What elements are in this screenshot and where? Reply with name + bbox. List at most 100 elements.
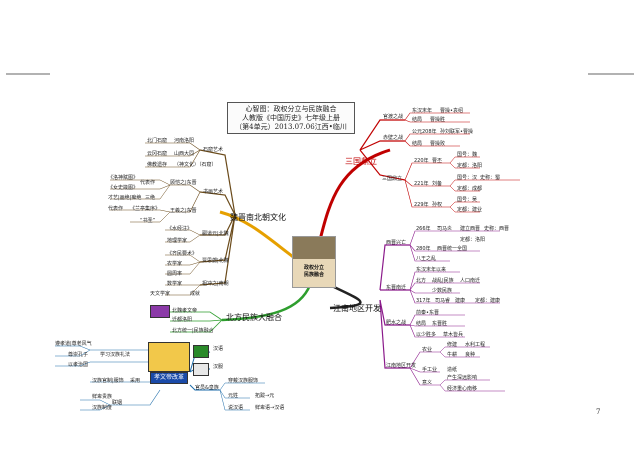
branch-line-jiangnan [329,283,362,310]
node-wei-guo: 国号：魏 [457,152,478,158]
node-xianbei: 鲜卑贵族 [92,394,113,400]
node-sima-yan: 司马炎 [437,226,453,232]
node-chibi-time: 公元208年 [412,129,437,135]
node-qiandu: 迁都洛阳 [172,317,193,323]
branch-sanguo: 三国鼎立 [345,157,377,166]
node-jiankang: 建康 [455,298,466,304]
node-chibi-result-k: 结局 [412,141,423,147]
node-guandu-sides: 曹操•袁绍 [440,108,463,114]
node-y220: 220年 [414,158,429,164]
node-shu-du: 定都：成都 [457,186,483,192]
node-tonghun: 联姻 [112,400,123,406]
node-xiahou: 佛教遗存 [147,162,168,168]
node-xijin-guo: 建立西晋 [460,226,481,232]
node-shuili: 水利工程 [465,342,486,348]
center-image: 政权分立 民族融合 [292,236,336,288]
node-luoshen: 《洛神赋图》 [108,175,139,181]
title-line-1: 心智图：政权分立与民族融合 [245,105,337,113]
node-wu-du: 定都：建业 [457,207,483,213]
branch-weijin: 魏晋南北朝文化 [230,213,286,222]
node-niugeng: 牛耕 [447,352,458,358]
node-yiyi: 意义 [422,380,433,386]
node-zhunjiu: 遵孝道|尊老风气 [55,341,92,347]
node-gaige: 孝文帝改革 [150,372,188,384]
node-guandu: 官渡之战 [383,114,404,120]
page-number: 7 [596,408,601,416]
node-sima-rui: 司马睿 [435,298,451,304]
node-jiasixie: 贾思勰|北魏 [202,258,229,264]
node-yungang: 云冈石窟 [147,151,168,157]
node-shiyong: 说汉语 [228,405,244,411]
reform-picture [148,342,190,372]
node-fei-result: 东晋胜 [432,321,448,327]
node-xiaowen: 北魏孝文帝 [172,308,198,314]
node-dongjin-du: 定都：建康 [475,298,501,304]
node-nongxue: 农学家 [167,261,183,267]
node-wangjiang: 王羲之|东晋 [170,208,197,214]
node-caiyong: 采用 [130,378,141,384]
node-chibi: 赤壁之战 [383,135,404,141]
node-chansheng: 产生深远影响 [447,375,478,381]
node-hanzu: 汉语 [213,346,224,352]
node-fei-sides: 前秦•东晋 [416,310,439,316]
node-y229: 229年 [414,202,429,208]
node-gaixing: 元姓 [228,393,239,399]
center-image-photo [293,237,335,259]
node-shiku: 石窟艺术 [203,147,224,153]
node-fei-result-k: 结局 [416,321,427,327]
node-fei-idiom2: 草木皆兵 [443,332,464,338]
node-xiuzhu: 修建 [447,342,458,348]
node-shaoshu: 少数民族 [432,288,453,294]
node-guandu-time: 东汉末年 [412,108,433,114]
node-shusheng: “书圣” [140,218,156,224]
node-y221: 221年 [414,181,429,187]
node-tianwen: 天文学家 [150,291,171,297]
node-hanxian: 汉族官制|服饰 [92,378,124,384]
node-beihe-a: 北门石窟 [147,138,168,144]
node-zaozhi: 造纸 [447,367,458,373]
node-zunxiao: 尊崇孔子 [68,352,89,358]
node-kaifa: 江南地区开发 [386,363,417,369]
node-xuexi: 学习汉族礼法 [100,352,131,358]
center-label-1: 政权分立 [303,265,324,271]
node-shougong: 手工业 [422,367,438,373]
figure-emperor-image [150,305,170,318]
node-shuxue: 数学家 [167,281,183,287]
node-yungang-loc: 山西大同 [174,151,195,157]
node-fei-idiom1: 以少胜多 [416,332,437,338]
node-yuanmou: 圆周率 [167,271,183,277]
node-xijin: 西晋兴亡 [386,240,407,246]
node-xiahou-note: （神文化）（石窟） [174,162,217,168]
node-nongye: 农业 [422,347,433,353]
node-lanting: 《兰亭集序》 [130,206,161,212]
node-kaiti: 才艺|画绝|痴绝 [108,195,142,201]
node-chuanhan: 穿戴汉族服饰 [228,378,259,384]
node-kexue: 郦道元|北魏 [202,231,229,237]
node-xijin-du: 定都：洛阳 [460,237,486,243]
node-zuchongzhi: 祖冲之|南朝 [202,281,229,287]
node-tongyi: 西晋统一全国 [437,246,468,252]
node-bawang: 八王之乱 [416,256,437,262]
title-line-2: 人教版《中国历史》七年级上册 [242,114,340,122]
node-beifang-note: 战乱|民族 [432,278,454,284]
node-feishui: 肥水之战 [386,320,407,326]
node-liu-bei: 刘备 [432,181,443,187]
node-zhongxin: 经济重心南移 [447,386,478,392]
node-shu-guo: 国号：汉 [457,175,478,181]
node-shu-note: 史称：蜀 [480,175,501,181]
node-cao-pi: 曹丕 [432,158,443,164]
node-sanjue: 三绝 [145,195,156,201]
node-sun-quan: 孙权 [432,202,443,208]
node-y317: 317年 [416,298,431,304]
branch-jiangnan: 江南地区开发 [333,304,381,313]
node-shuijing: 《水经注》 [167,226,193,232]
node-hanzhi: 汉族制度 [92,405,113,411]
node-shuhua: 书画艺术 [203,189,224,195]
node-yishi: 以孝治国 [68,362,89,368]
node-chibi-sides: 孙刘联军•曹操 [440,129,473,135]
node-wei-du: 定都：洛阳 [457,163,483,169]
node-beifang-ren: 北方 [416,278,427,284]
branch-line-sanguo [318,148,391,241]
